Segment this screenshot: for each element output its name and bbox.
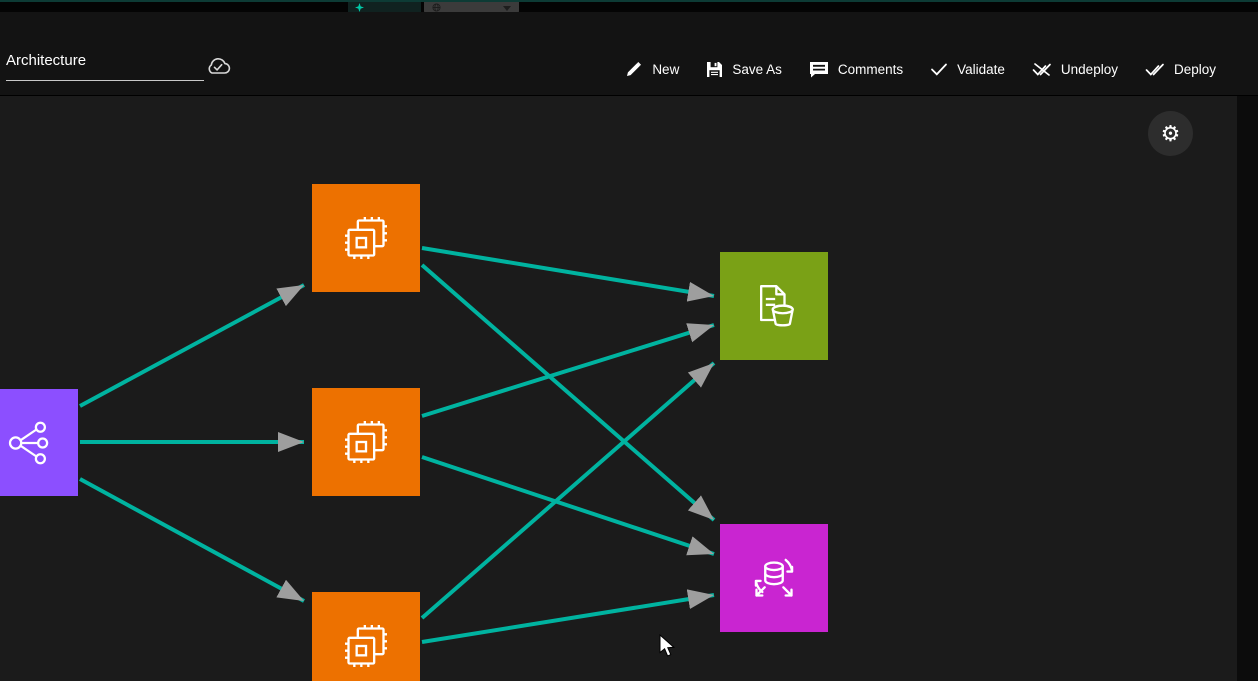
undeploy-button[interactable]: Undeploy [1032, 62, 1118, 77]
deploy-button[interactable]: Deploy [1145, 62, 1216, 77]
save-as-button[interactable]: Save As [706, 61, 782, 78]
validate-label: Validate [957, 61, 1005, 77]
edge-compute3-database[interactable] [421, 589, 715, 644]
save-as-label: Save As [732, 61, 782, 77]
toolbar-actions: New Save As Comments Validate [625, 60, 1216, 78]
undeploy-label: Undeploy [1060, 61, 1118, 77]
edge-compute1-database[interactable] [420, 263, 716, 522]
globe-icon [432, 3, 441, 12]
node-database[interactable] [720, 524, 828, 632]
comments-button[interactable]: Comments [809, 61, 903, 78]
chip-instances-icon [345, 421, 387, 463]
edges-layer [79, 246, 716, 644]
node-compute-2[interactable] [312, 388, 420, 496]
chip-instances-icon [345, 625, 387, 667]
edge-source-compute1[interactable] [79, 283, 305, 408]
node-compute-1[interactable] [312, 184, 420, 292]
toolbar: New Save As Comments Validate [0, 12, 1258, 96]
node-storage[interactable] [720, 252, 828, 360]
app-logo-icon [355, 3, 364, 12]
locale-selector[interactable] [424, 2, 519, 14]
canvas-settings-button[interactable]: ⚙ [1148, 111, 1193, 156]
share-network-icon [8, 421, 49, 464]
document-bucket-icon [760, 285, 794, 327]
edge-source-compute3[interactable] [79, 477, 305, 603]
edge-compute1-storage[interactable] [421, 246, 715, 302]
edge-compute2-database[interactable] [421, 455, 715, 556]
node-compute-3[interactable] [312, 592, 420, 681]
edge-compute3-storage[interactable] [420, 361, 716, 620]
new-label: New [652, 61, 680, 77]
comments-icon [809, 61, 828, 77]
floppy-icon [707, 61, 723, 77]
chevron-down-icon [503, 6, 511, 11]
diagram-name-wrap [6, 48, 204, 81]
new-button[interactable]: New [625, 60, 679, 78]
deploy-label: Deploy [1173, 61, 1216, 77]
cloud-saved-icon [205, 56, 231, 81]
diagram-canvas[interactable]: ⚙ [0, 96, 1237, 681]
diagram-name-input[interactable] [6, 48, 204, 81]
double-check-strike-icon [1032, 62, 1051, 76]
chip-instances-icon [345, 217, 387, 259]
window-top-strip [0, 0, 1258, 14]
double-check-icon [1145, 63, 1164, 76]
gear-icon: ⚙ [1160, 120, 1181, 146]
validate-button[interactable]: Validate [930, 62, 1005, 77]
pencil-icon [627, 62, 642, 76]
comments-label: Comments [837, 61, 904, 77]
database-sync-icon [754, 558, 794, 597]
check-icon [931, 63, 948, 76]
node-network-source[interactable] [0, 389, 78, 496]
edge-compute2-storage[interactable] [421, 323, 715, 418]
right-gutter [1237, 96, 1258, 681]
